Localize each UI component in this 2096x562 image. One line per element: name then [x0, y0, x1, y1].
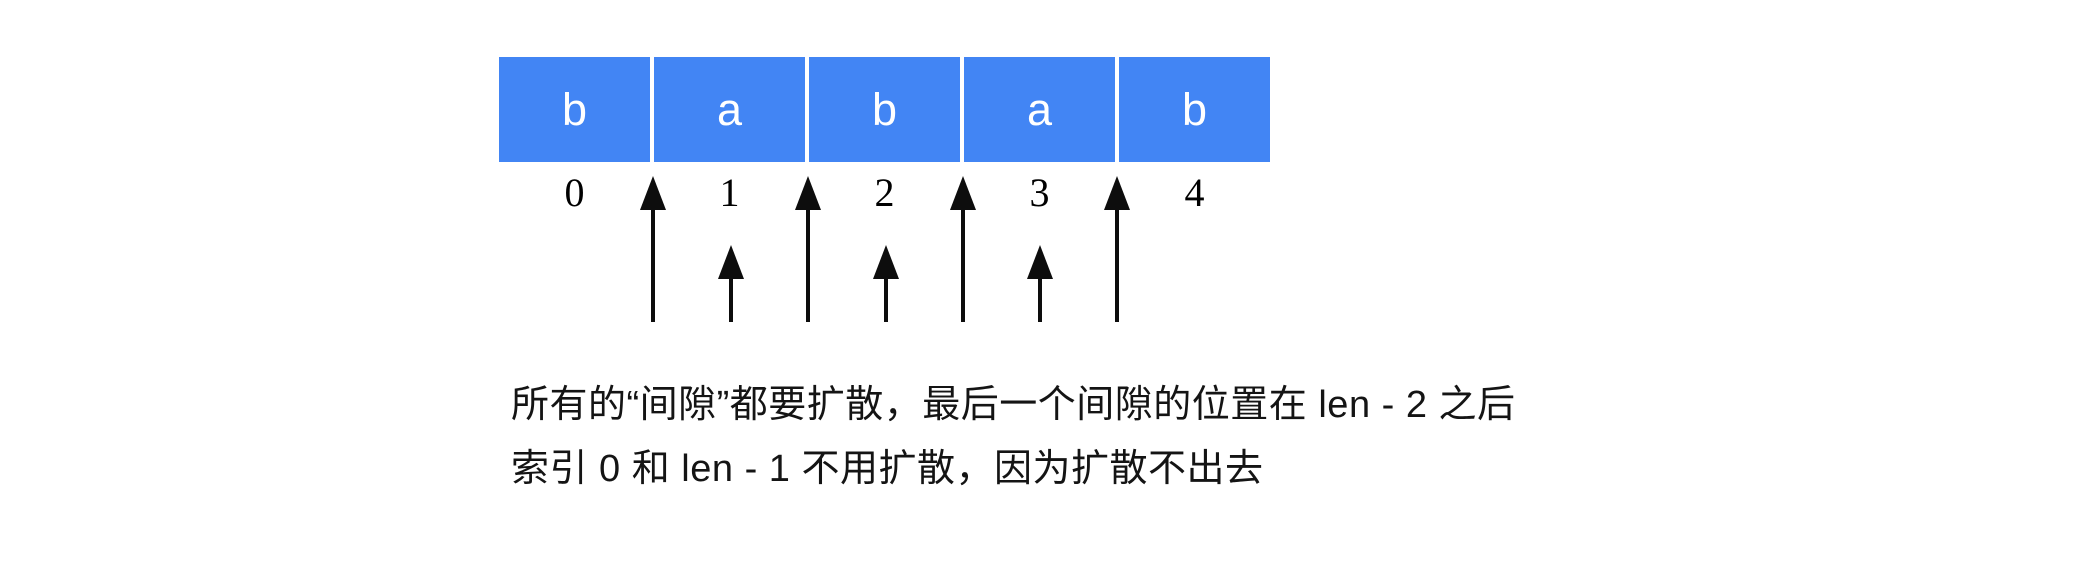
- arrow-shaft: [961, 202, 965, 322]
- arrow-shaft: [1115, 202, 1119, 322]
- arrow-shaft: [651, 202, 655, 322]
- arrow-shaft: [729, 271, 733, 322]
- gap-arrow-icon[interactable]: [795, 176, 821, 322]
- caption-line-2: 索引 0 和 len - 1 不用扩散，因为扩散不出去: [511, 448, 1264, 490]
- gap-arrow-icon[interactable]: [950, 176, 976, 322]
- arrow-shaft: [806, 202, 810, 322]
- array-cell[interactable]: b: [1119, 57, 1270, 162]
- array-cell[interactable]: a: [964, 57, 1115, 162]
- index-label: 3: [1029, 170, 1050, 215]
- gap-arrow-icon[interactable]: [1104, 176, 1130, 322]
- center-arrow-icon[interactable]: [718, 245, 744, 322]
- arrow-shaft: [884, 271, 888, 322]
- array-cell[interactable]: b: [809, 57, 960, 162]
- arrow-shaft: [1038, 271, 1042, 322]
- index-label: 2: [874, 170, 895, 215]
- string-array: b a b a b: [499, 57, 1270, 162]
- center-arrow-icon[interactable]: [1027, 245, 1053, 322]
- index-label: 0: [564, 170, 585, 215]
- index-label-row: 0 1 2 3 4: [499, 168, 1270, 218]
- array-cell[interactable]: b: [499, 57, 650, 162]
- array-cell[interactable]: a: [654, 57, 805, 162]
- index-label: 4: [1184, 170, 1205, 215]
- caption-line-1: 所有的“间隙”都要扩散，最后一个间隙的位置在 len - 2 之后: [511, 384, 1516, 426]
- caption-block: 所有的“间隙”都要扩散，最后一个间隙的位置在 len - 2 之后 索引 0 和…: [511, 373, 1911, 501]
- gap-arrow-icon[interactable]: [640, 176, 666, 322]
- center-arrow-icon[interactable]: [873, 245, 899, 322]
- index-label: 1: [719, 170, 740, 215]
